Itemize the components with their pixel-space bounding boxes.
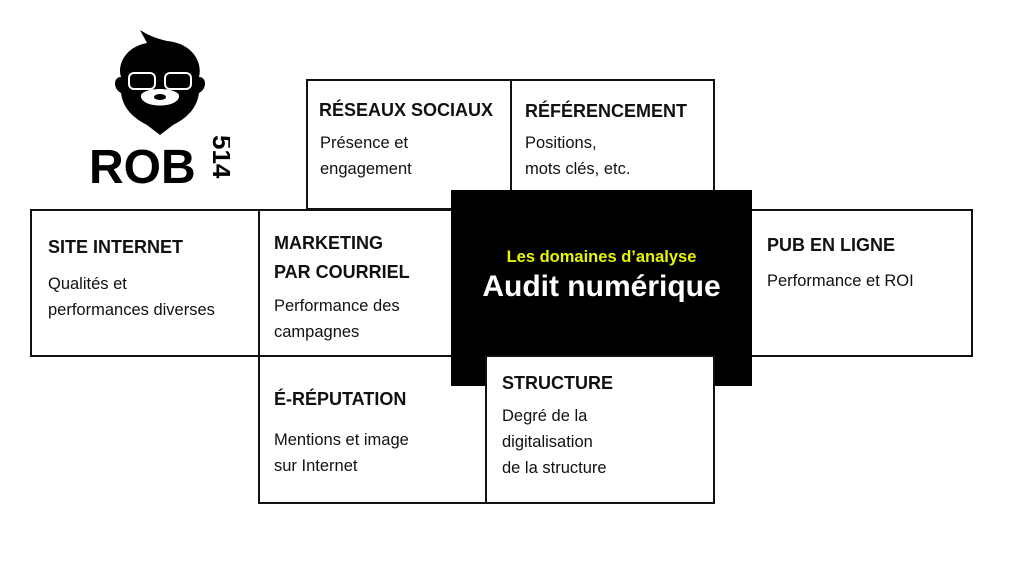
rob514-logo: ROB 514 bbox=[85, 25, 237, 194]
domain-referencement: RÉFÉRENCEMENT Positions, mots clés, etc. bbox=[510, 79, 715, 210]
domain-e-reputation: É-RÉPUTATION Mentions et image sur Inter… bbox=[258, 355, 488, 504]
domain-site-internet: SITE INTERNET Qualités et performances d… bbox=[30, 209, 260, 357]
domain-pub-en-ligne: PUB EN LIGNE Performance et ROI bbox=[740, 209, 973, 357]
center-audit-numerique: Les domaines d’analyse Audit numérique bbox=[451, 190, 752, 386]
domain-structure: STRUCTURE Degré de la digitalisation de … bbox=[485, 355, 715, 504]
monkey-logo-icon: ROB 514 bbox=[89, 30, 237, 194]
domain-desc: Mentions et image sur Internet bbox=[274, 431, 409, 475]
center-subtitle: Les domaines d’analyse bbox=[506, 248, 697, 266]
domain-marketing-courriel: MARKETING PAR COURRIEL Performance des c… bbox=[258, 209, 458, 357]
domain-title: SITE INTERNET bbox=[48, 237, 184, 257]
domain-desc: Présence et engagement bbox=[320, 134, 412, 178]
domain-title: MARKETING PAR COURRIEL bbox=[274, 233, 410, 282]
domain-desc: Performance et ROI bbox=[767, 272, 914, 290]
logo-text: ROB bbox=[89, 141, 196, 190]
domain-desc: Performance des campagnes bbox=[274, 297, 400, 341]
domain-desc: Positions, mots clés, etc. bbox=[525, 134, 631, 178]
domain-title: PUB EN LIGNE bbox=[767, 235, 896, 255]
domain-title: RÉFÉRENCEMENT bbox=[525, 101, 688, 121]
center-title: Audit numérique bbox=[482, 270, 721, 303]
domain-desc: Degré de la digitalisation de la structu… bbox=[502, 407, 607, 477]
domain-title: STRUCTURE bbox=[502, 373, 613, 393]
svg-text:514: 514 bbox=[207, 135, 230, 179]
domain-title: É-RÉPUTATION bbox=[274, 389, 407, 409]
domain-reseaux-sociaux: RÉSEAUX SOCIAUX Présence et engagement bbox=[306, 79, 512, 210]
domain-desc: Qualités et performances diverses bbox=[48, 275, 215, 319]
domain-title: RÉSEAUX SOCIAUX bbox=[319, 100, 494, 120]
